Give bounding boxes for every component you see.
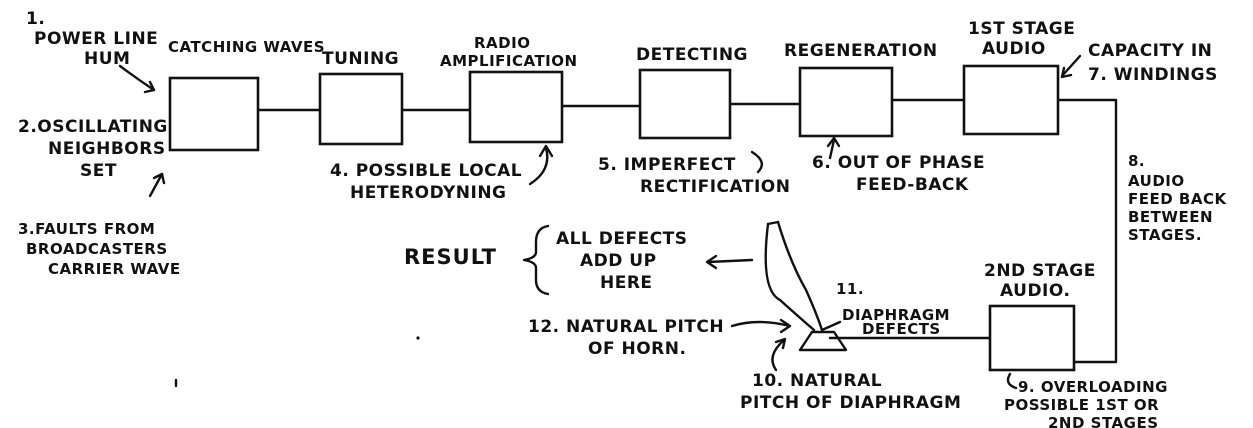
- defect-label-10: 10. NATURAL PITCH OF DIAPHRAGM: [740, 371, 961, 413]
- arrow-defect-7: [1062, 56, 1080, 76]
- arrow-defect-10: [772, 340, 784, 370]
- defect-label-2: 2.OSCILLATING NEIGHBORS SET: [18, 117, 174, 181]
- arrow-defect-4: [530, 148, 547, 184]
- defect-label-4: 4. POSSIBLE LOCAL HETERODYNING: [330, 161, 529, 203]
- stage-label-detecting: DETECTING: [636, 45, 748, 65]
- stage-label-tuning: TUNING: [322, 49, 399, 69]
- horn-icon: [766, 222, 846, 350]
- arrow-defect-9: [1008, 374, 1016, 388]
- defect-label-1: 1. POWER LINE HUM: [26, 9, 165, 69]
- result-text: ALL DEFECTS ADD UP HERE: [556, 229, 694, 293]
- arrow-defect-11: [822, 322, 840, 330]
- stage-box-tuning: [320, 74, 402, 144]
- defect-label-8: 8. AUDIO FEED BACK BETWEEN STAGES.: [1128, 152, 1232, 244]
- stage-label-catching-waves: CATCHING WAVES: [168, 38, 325, 56]
- stage-label-radio-amplification: RADIO AMPLIFICATION: [440, 34, 578, 70]
- defect-label-3: 3.FAULTS FROM BROADCASTERS CARRIER WAVE: [18, 220, 181, 278]
- defect-label-12: 12. NATURAL PITCH OF HORN.: [528, 317, 731, 359]
- stage-box-second-stage-audio: [990, 306, 1074, 370]
- result-label: RESULT: [404, 245, 497, 269]
- stage-box-radio-amplification: [470, 72, 562, 142]
- arrow-result: [708, 260, 752, 262]
- stage-label-regeneration: REGENERATION: [784, 41, 938, 61]
- stage-box-regeneration: [800, 68, 892, 136]
- result-brace: [524, 226, 548, 294]
- defect-label-7: CAPACITY IN 7. WINDINGS: [1088, 41, 1219, 85]
- defect-label-9: 9. OVERLOADING POSSIBLE 1ST OR 2ND STAGE…: [1004, 378, 1174, 428]
- stage-box-first-stage-audio: [964, 66, 1058, 134]
- stage-label-first-stage-audio: 1ST STAGE AUDIO: [968, 19, 1082, 59]
- arrow-defect-1: [120, 66, 154, 90]
- arrow-defect-5: [752, 152, 762, 172]
- defect-label-11: 11. DIAPHRAGM DEFECTS: [836, 280, 956, 338]
- stage-label-second-stage-audio: 2ND STAGE AUDIO.: [984, 261, 1102, 301]
- arrow-defect-12: [732, 322, 790, 326]
- scan-dot: [416, 336, 419, 339]
- stage-box-catching-waves: [170, 78, 258, 150]
- defect-label-6: 6. OUT OF PHASE FEED-BACK: [812, 153, 992, 195]
- stage-box-detecting: [640, 70, 730, 138]
